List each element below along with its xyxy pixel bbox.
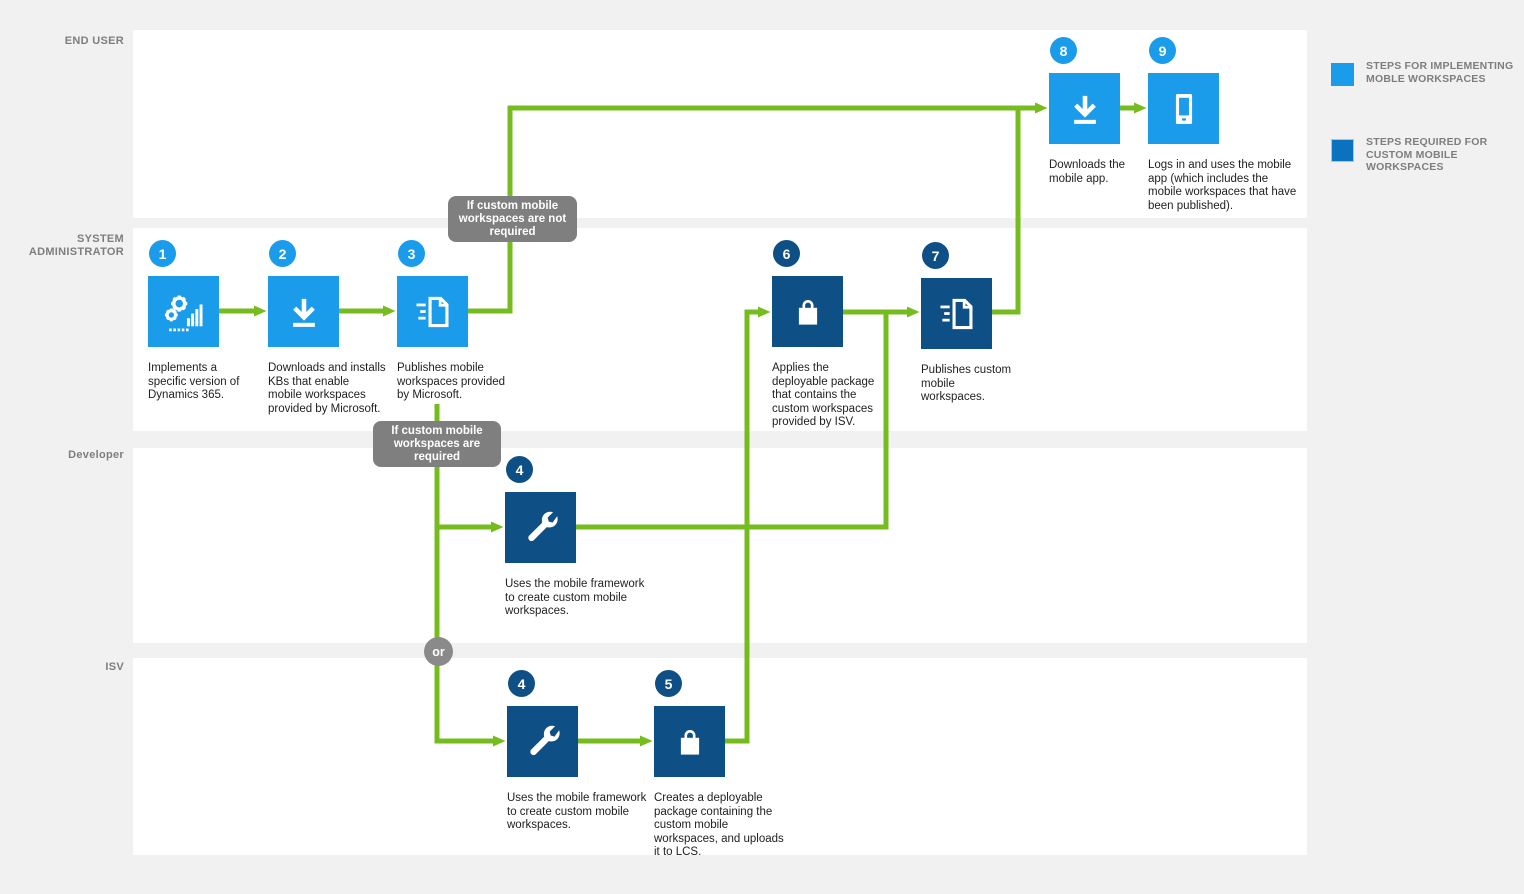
step-box — [772, 276, 843, 347]
step-badge: 4 — [508, 670, 535, 697]
publish-document-icon — [416, 296, 448, 327]
step-caption: Downloads and installs KBs that enable m… — [268, 362, 386, 415]
step-box — [654, 706, 725, 777]
step-badge: 7 — [922, 242, 949, 269]
step-box — [505, 492, 576, 563]
connector-step3-isv-step4 — [434, 404, 506, 747]
mobile-phone-icon — [1175, 93, 1192, 124]
step-caption: Publishes custom mobile workspaces. — [921, 364, 1012, 403]
legend-label-custom: STEPS REQUIRED FOR CUSTOM MOBILE WORKSPA… — [1366, 136, 1488, 173]
download-icon — [292, 298, 315, 327]
callout-not-required: If custom mobile workspaces are not requ… — [448, 196, 577, 242]
lane-label-developer: Developer — [68, 449, 124, 461]
step-caption: Creates a deployable package containing … — [654, 792, 784, 858]
step-box — [148, 276, 219, 347]
step-caption: Uses the mobile framework to create cust… — [507, 792, 647, 831]
step-4-developer: 4 Uses the mobile framework to create cu… — [505, 456, 644, 617]
step-5: 5 Creates a deployable package containin… — [654, 670, 784, 858]
step-caption: Applies the deployable package that cont… — [772, 362, 875, 428]
step-box — [268, 276, 339, 347]
step-3: 3 Publishes mobile workspaces provided b… — [397, 240, 505, 401]
lane-label-system-administrator: SYSTEM ADMINISTRATOR — [28, 233, 124, 258]
lane-developer — [133, 448, 1307, 643]
step-badge: 6 — [773, 240, 800, 267]
step-badge: 3 — [398, 240, 425, 267]
step-badge: 9 — [1149, 37, 1176, 64]
step-7: 7 Publishes custom mobile workspaces. — [921, 242, 1011, 403]
step-box — [397, 276, 468, 347]
step-caption: Logs in and uses the mobile app (which i… — [1148, 159, 1297, 212]
step-badge: 4 — [506, 456, 533, 483]
legend-swatch-implementing — [1331, 63, 1354, 86]
legend-label-implementing: STEPS FOR IMPLEMENTING MOBLE WORKSPACES — [1366, 60, 1514, 85]
step-box — [1148, 73, 1219, 144]
step-4-isv: 4 Uses the mobile framework to create cu… — [507, 670, 646, 831]
wrench-icon — [527, 511, 558, 541]
shopping-bag-icon — [798, 299, 817, 325]
step-2: 2 Downloads and installs KBs that enable… — [268, 240, 386, 415]
publish-document-icon — [940, 298, 972, 329]
connector-dev-step4-step7 — [576, 312, 889, 530]
step-caption: Implements a specific version of Dynamic… — [148, 362, 240, 401]
step-badge: 2 — [269, 240, 296, 267]
step-badge: 5 — [655, 670, 682, 697]
step-1: 1 — [148, 240, 239, 401]
legend-swatch-custom — [1331, 139, 1354, 162]
lane-label-isv: ISV — [105, 661, 124, 673]
connector-step7-top — [991, 108, 1021, 315]
step-caption: Publishes mobile workspaces provided by … — [397, 362, 506, 401]
step-6: 6 Applies the deployable package that co… — [772, 240, 874, 428]
callout-required: If custom mobile workspaces are required — [373, 421, 501, 467]
step-9: 9 Logs in and uses the mobile app (which… — [1148, 37, 1296, 212]
gears-chart-icon — [164, 295, 203, 331]
connector-step5-step6 — [725, 306, 771, 744]
download-icon — [1073, 95, 1096, 124]
step-box — [1049, 73, 1120, 144]
step-badge: 1 — [149, 240, 176, 267]
or-badge: or — [424, 637, 453, 666]
lane-label-end-user: END USER — [64, 35, 124, 47]
step-caption: Downloads the mobile app. — [1049, 159, 1126, 185]
step-8: 8 Downloads the mobile app. — [1049, 37, 1125, 185]
step-box — [921, 278, 992, 349]
shopping-bag-icon — [680, 729, 699, 755]
wrench-icon — [529, 725, 560, 755]
step-caption: Uses the mobile framework to create cust… — [505, 578, 645, 617]
step-box — [507, 706, 578, 777]
step-badge: 8 — [1050, 37, 1077, 64]
